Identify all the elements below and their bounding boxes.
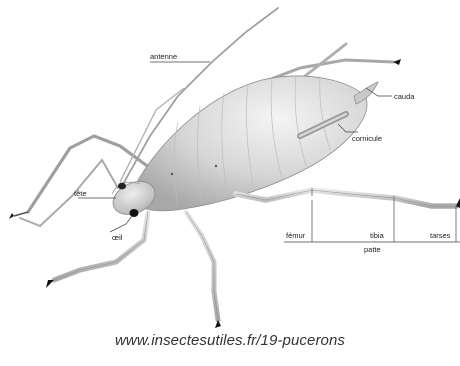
eye [130,209,139,217]
label-tibia: tibia [370,231,385,240]
label-eye: œil [112,233,123,242]
label-head: tête [74,189,87,198]
leg-bottom-middle [186,212,218,320]
label-tarsus: tarses [430,231,451,240]
front-legs [46,188,460,328]
antenna-short [20,160,118,226]
claw-top-right [393,59,401,65]
claw-top-left [9,213,14,219]
label-antenna: antenne [150,52,177,61]
leg-hind [236,190,456,206]
leg-bottom-left [54,212,148,280]
label-leg: patte [364,245,381,254]
label-cauda: cauda [394,92,415,101]
label-cornicle: cornicule [352,134,382,143]
source-caption: www.insectesutiles.fr/19-pucerons [0,332,460,349]
label-femur: fémur [286,231,306,240]
